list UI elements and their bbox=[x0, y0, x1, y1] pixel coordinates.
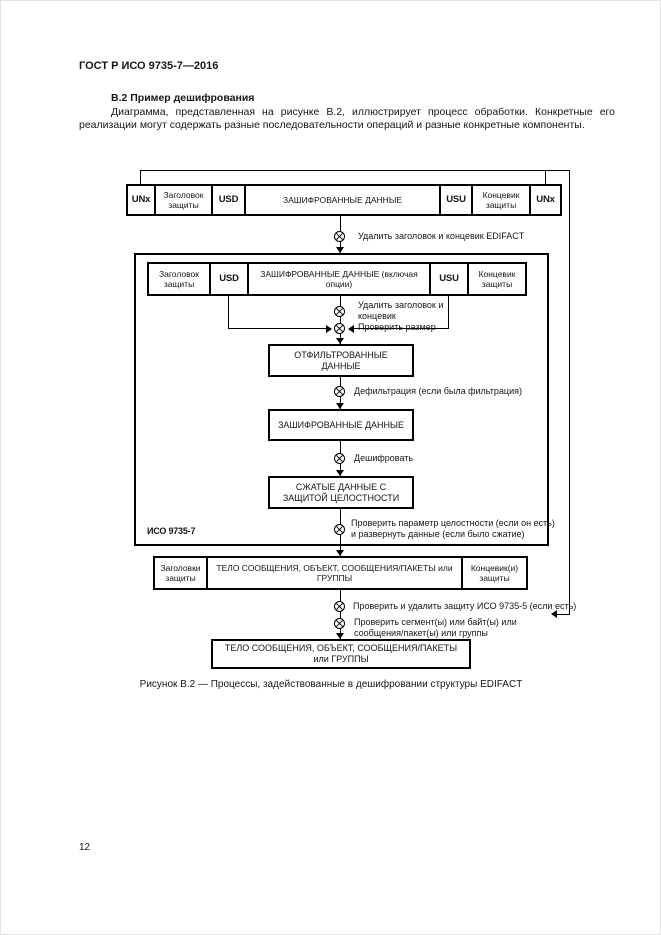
intro-paragraph: Диаграмма, представленная на рисунке В.2… bbox=[79, 106, 615, 131]
step-remove-header-label: Удалить заголовок и концевик bbox=[358, 300, 444, 321]
envelope-route-arrowhead bbox=[551, 610, 557, 618]
segment-usd: USD bbox=[211, 264, 249, 294]
flow-line bbox=[340, 296, 341, 344]
compressed-data-box: СЖАТЫЕ ДАННЫЕ С ЗАЩИТОЙ ЦЕЛОСТНОСТИ bbox=[268, 476, 414, 509]
arrow-down-icon bbox=[336, 247, 344, 253]
segment-unx-right: UNx bbox=[536, 193, 555, 205]
encrypted-data-box: ЗАШИФРОВАННЫЕ ДАННЫЕ bbox=[268, 409, 414, 441]
final-message-body-box: ТЕЛО СООБЩЕНИЯ, ОБЪЕКТ, СООБЩЕНИЯ/ПАКЕТЫ… bbox=[211, 639, 471, 669]
envelope-route-tick-right bbox=[545, 170, 546, 185]
step-remove-edifact-label: Удалить заголовок и концевик EDIFACT bbox=[358, 231, 525, 241]
message-body-cell: ТЕЛО СООБЩЕНИЯ, ОБЪЕКТ, СООБЩЕНИЯ/ПАКЕТЫ… bbox=[208, 558, 463, 588]
envelope-route-tick-left bbox=[140, 170, 141, 185]
process-circle-icon bbox=[334, 386, 345, 397]
process-circle-icon bbox=[334, 524, 345, 535]
security-header-cell: Заголовок защиты bbox=[149, 264, 211, 294]
step-check-integrity-label: Проверить параметр целостности (если он … bbox=[351, 518, 555, 539]
segment-usu: USU bbox=[431, 264, 469, 294]
figure-caption: Рисунок В.2 — Процессы, задействованные … bbox=[139, 679, 523, 690]
segment-usu: USU bbox=[441, 186, 473, 214]
security-trailer-cell: Концевик защиты bbox=[478, 268, 516, 290]
envelope-route-line-top bbox=[140, 170, 570, 171]
step-defilter-label: Дефильтрация (если была фильтрация) bbox=[354, 386, 522, 396]
document-title: ГОСТ Р ИСО 9735-7—2016 bbox=[79, 60, 219, 72]
arrow-right-icon bbox=[326, 325, 332, 333]
edifact-envelope-row: UNx Заголовок защиты USD ЗАШИФРОВАННЫЕ Д… bbox=[126, 184, 562, 216]
page-number: 12 bbox=[79, 842, 91, 853]
encrypted-data-options-cell: ЗАШИФРОВАННЫЕ ДАННЫЕ (включая опции) bbox=[249, 264, 431, 294]
process-circle-icon bbox=[334, 231, 345, 242]
flow-line bbox=[340, 590, 341, 639]
message-body-row: Заголовки защиты ТЕЛО СООБЩЕНИЯ, ОБЪЕКТ,… bbox=[153, 556, 528, 590]
envelope-route-line-foot bbox=[557, 614, 570, 615]
segment-unx-left: UNx bbox=[128, 186, 156, 214]
branch-line-left bbox=[228, 328, 327, 329]
arrow-down-icon bbox=[336, 403, 344, 409]
security-trailers-cell: Концевик(и) защиты bbox=[470, 562, 519, 584]
process-circle-icon bbox=[334, 601, 345, 612]
segment-usd: USD bbox=[213, 186, 246, 214]
security-headers-cell: Заголовки защиты bbox=[155, 558, 208, 588]
branch-line-left bbox=[228, 296, 229, 329]
step-decrypt-label: Дешифровать bbox=[354, 453, 414, 463]
branch-line-right bbox=[448, 296, 449, 329]
step-check-9735-5-label: Проверить и удалить защиту ИСО 9735-5 (е… bbox=[353, 601, 577, 611]
process-circle-icon bbox=[334, 323, 345, 334]
arrow-down-icon bbox=[336, 470, 344, 476]
arrow-down-icon bbox=[336, 550, 344, 556]
branch-line-right bbox=[352, 328, 449, 329]
arrow-down-icon bbox=[336, 633, 344, 639]
envelope-route-line-right bbox=[569, 170, 570, 615]
step-check-size-label: Проверить размер bbox=[358, 322, 436, 332]
security-trailer-cell: Концевик защиты bbox=[473, 186, 531, 214]
inner-security-row: Заголовок защиты USD ЗАШИФРОВАННЫЕ ДАННЫ… bbox=[147, 262, 527, 296]
iso-standard-label: ИСО 9735-7 bbox=[147, 526, 196, 536]
arrow-down-icon bbox=[336, 338, 344, 344]
arrow-left-icon bbox=[348, 325, 354, 333]
step-check-segments-label: Проверить сегмент(ы) или байт(ы) или соо… bbox=[354, 617, 517, 638]
security-header-cell: Заголовок защиты bbox=[156, 186, 213, 214]
process-circle-icon bbox=[334, 618, 345, 629]
filtered-data-box: ОТФИЛЬТРОВАННЫЕ ДАННЫЕ bbox=[268, 344, 414, 377]
encrypted-data-cell: ЗАШИФРОВАННЫЕ ДАННЫЕ bbox=[246, 186, 441, 214]
process-circle-icon bbox=[334, 306, 345, 317]
process-circle-icon bbox=[334, 453, 345, 464]
section-title: В.2 Пример дешифрования bbox=[111, 92, 255, 104]
